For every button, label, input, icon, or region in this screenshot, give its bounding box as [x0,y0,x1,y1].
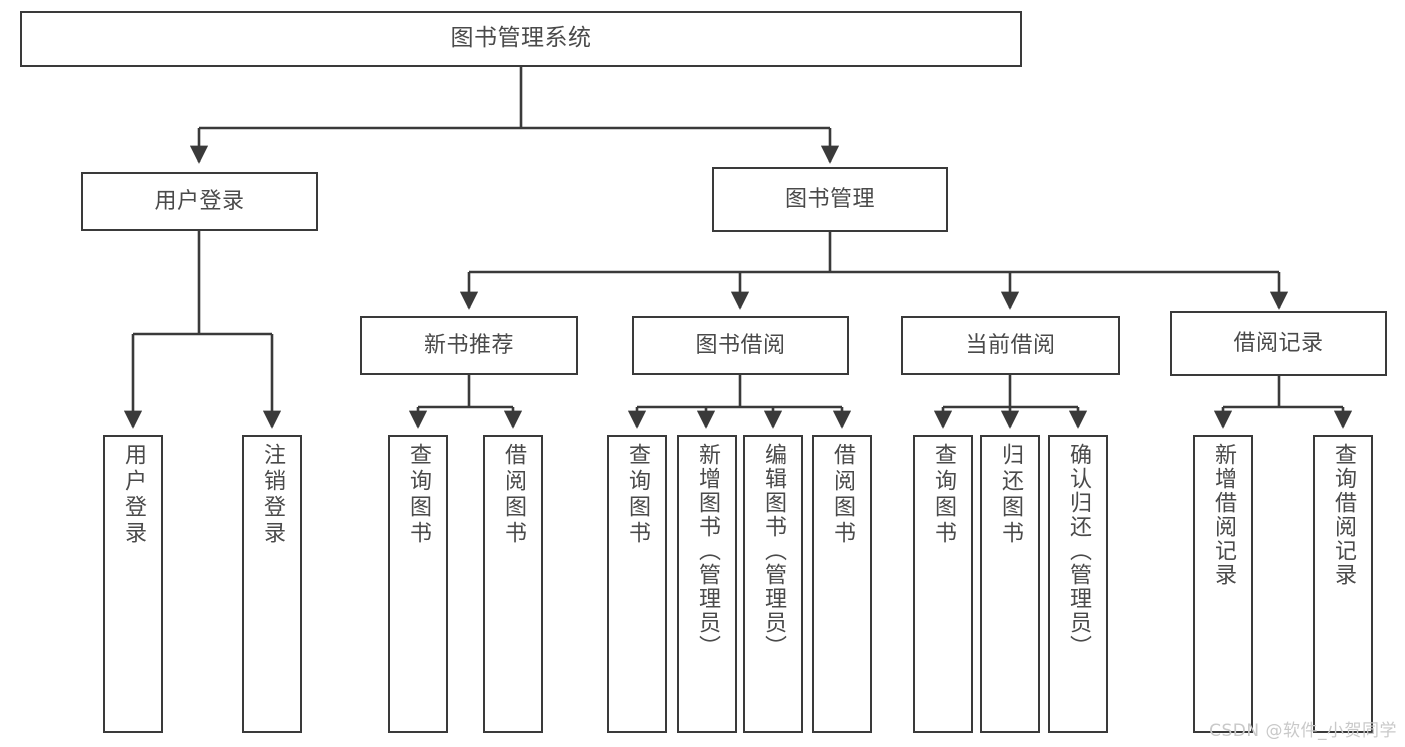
leaf-borrow-record-add[interactable]: 新增借阅记录 [1193,435,1253,733]
node-user-login[interactable]: 用户登录 [81,172,318,231]
node-label: 图书管理系统 [450,25,592,52]
leaf-user-login-login[interactable]: 用户登录 [103,435,163,733]
leaf-current-borrow-query[interactable]: 查询图书 [913,435,973,733]
node-label: 确认归还（管理员） [1066,443,1091,659]
node-label: 查询图书 [406,443,431,547]
node-label: 归还图书 [998,443,1023,547]
leaf-book-borrow-query[interactable]: 查询图书 [607,435,667,733]
node-label: 新书推荐 [423,332,514,358]
leaf-new-book-query[interactable]: 查询图书 [388,435,448,733]
node-label: 新增图书（管理员） [695,443,720,659]
node-label: 当前借阅 [965,332,1056,358]
node-label: 借阅图书 [501,443,526,547]
node-label: 注销登录 [260,443,285,547]
node-label: 借阅图书 [830,443,855,547]
node-label: 用户登录 [121,443,146,547]
node-label: 查询图书 [625,443,650,547]
node-new-book-recommend[interactable]: 新书推荐 [360,316,578,375]
leaf-current-borrow-confirm-return[interactable]: 确认归还（管理员） [1048,435,1108,733]
node-label: 用户登录 [154,188,245,214]
node-borrow-record[interactable]: 借阅记录 [1170,311,1387,376]
watermark-text: CSDN @软件_小贺同学 [1209,721,1397,741]
node-label: 图书管理 [784,186,875,212]
node-root-system[interactable]: 图书管理系统 [20,11,1022,67]
node-label: 新增借阅记录 [1211,443,1236,587]
leaf-book-borrow-lend[interactable]: 借阅图书 [812,435,872,733]
leaf-user-login-logout[interactable]: 注销登录 [242,435,302,733]
leaf-current-borrow-return[interactable]: 归还图书 [980,435,1040,733]
leaf-book-borrow-edit[interactable]: 编辑图书（管理员） [743,435,803,733]
leaf-new-book-borrow[interactable]: 借阅图书 [483,435,543,733]
node-label: 查询借阅记录 [1331,443,1356,587]
leaf-borrow-record-query[interactable]: 查询借阅记录 [1313,435,1373,733]
node-book-borrow[interactable]: 图书借阅 [632,316,849,375]
leaf-book-borrow-add[interactable]: 新增图书（管理员） [677,435,737,733]
node-label: 图书借阅 [695,332,786,358]
node-label: 查询图书 [931,443,956,547]
node-label: 编辑图书（管理员） [761,443,786,659]
node-book-manage[interactable]: 图书管理 [712,167,948,232]
node-label: 借阅记录 [1233,330,1324,356]
node-current-borrow[interactable]: 当前借阅 [901,316,1120,375]
